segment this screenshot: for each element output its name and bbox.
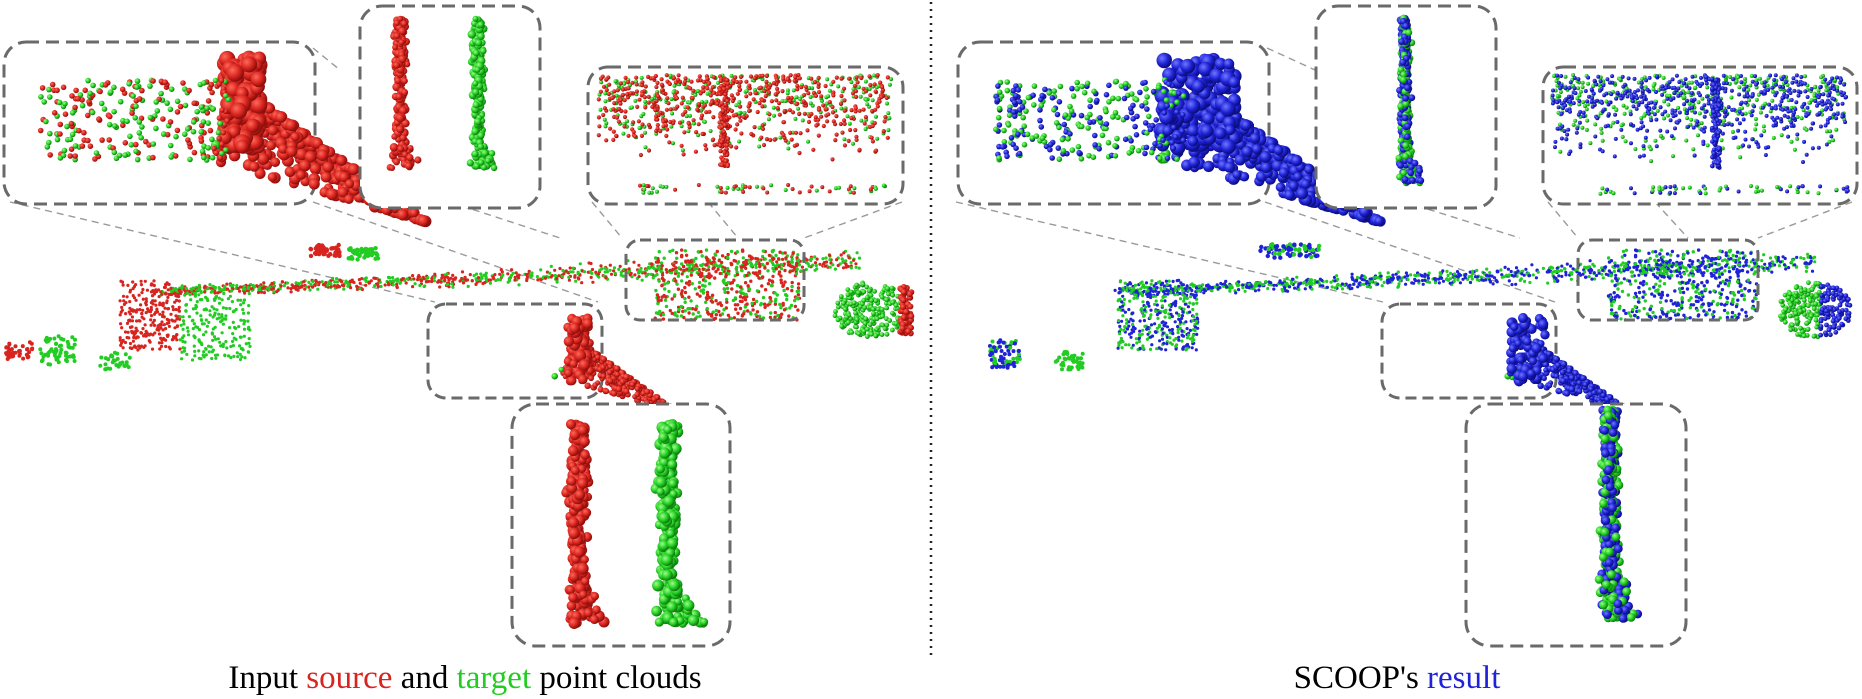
left-car-zoom <box>426 302 681 415</box>
left-caption-suffix: point clouds <box>531 660 702 696</box>
caption-source-word: source <box>306 660 393 696</box>
left-inset-car <box>2 40 432 228</box>
caption-result-word: result <box>1427 660 1501 696</box>
left-scene-cloud <box>4 242 915 372</box>
left-caption-mid: and <box>392 660 457 696</box>
left-caption: Input source and target point clouds <box>0 658 930 698</box>
left-inset-tree-bottom <box>510 402 732 648</box>
right-panel <box>955 4 1859 648</box>
left-wall-zoom <box>624 238 806 322</box>
left-panel <box>2 4 915 648</box>
caption-target-word: target <box>456 660 532 696</box>
right-scene-cloud <box>988 242 1853 372</box>
left-inset-tree-top <box>358 4 542 210</box>
left-inset-wall <box>586 65 905 206</box>
right-wall-zoom <box>1576 238 1760 322</box>
right-caption: SCOOP's result <box>932 658 1862 698</box>
right-inset-wall <box>1541 65 1859 206</box>
right-inset-tree-bottom <box>1464 402 1688 648</box>
right-inset-car <box>956 40 1386 227</box>
right-caption-prefix: SCOOP's <box>1293 660 1428 696</box>
left-caption-prefix: Input <box>228 660 307 696</box>
right-connector-lines <box>955 47 1853 303</box>
right-inset-tree-top <box>1314 4 1498 210</box>
